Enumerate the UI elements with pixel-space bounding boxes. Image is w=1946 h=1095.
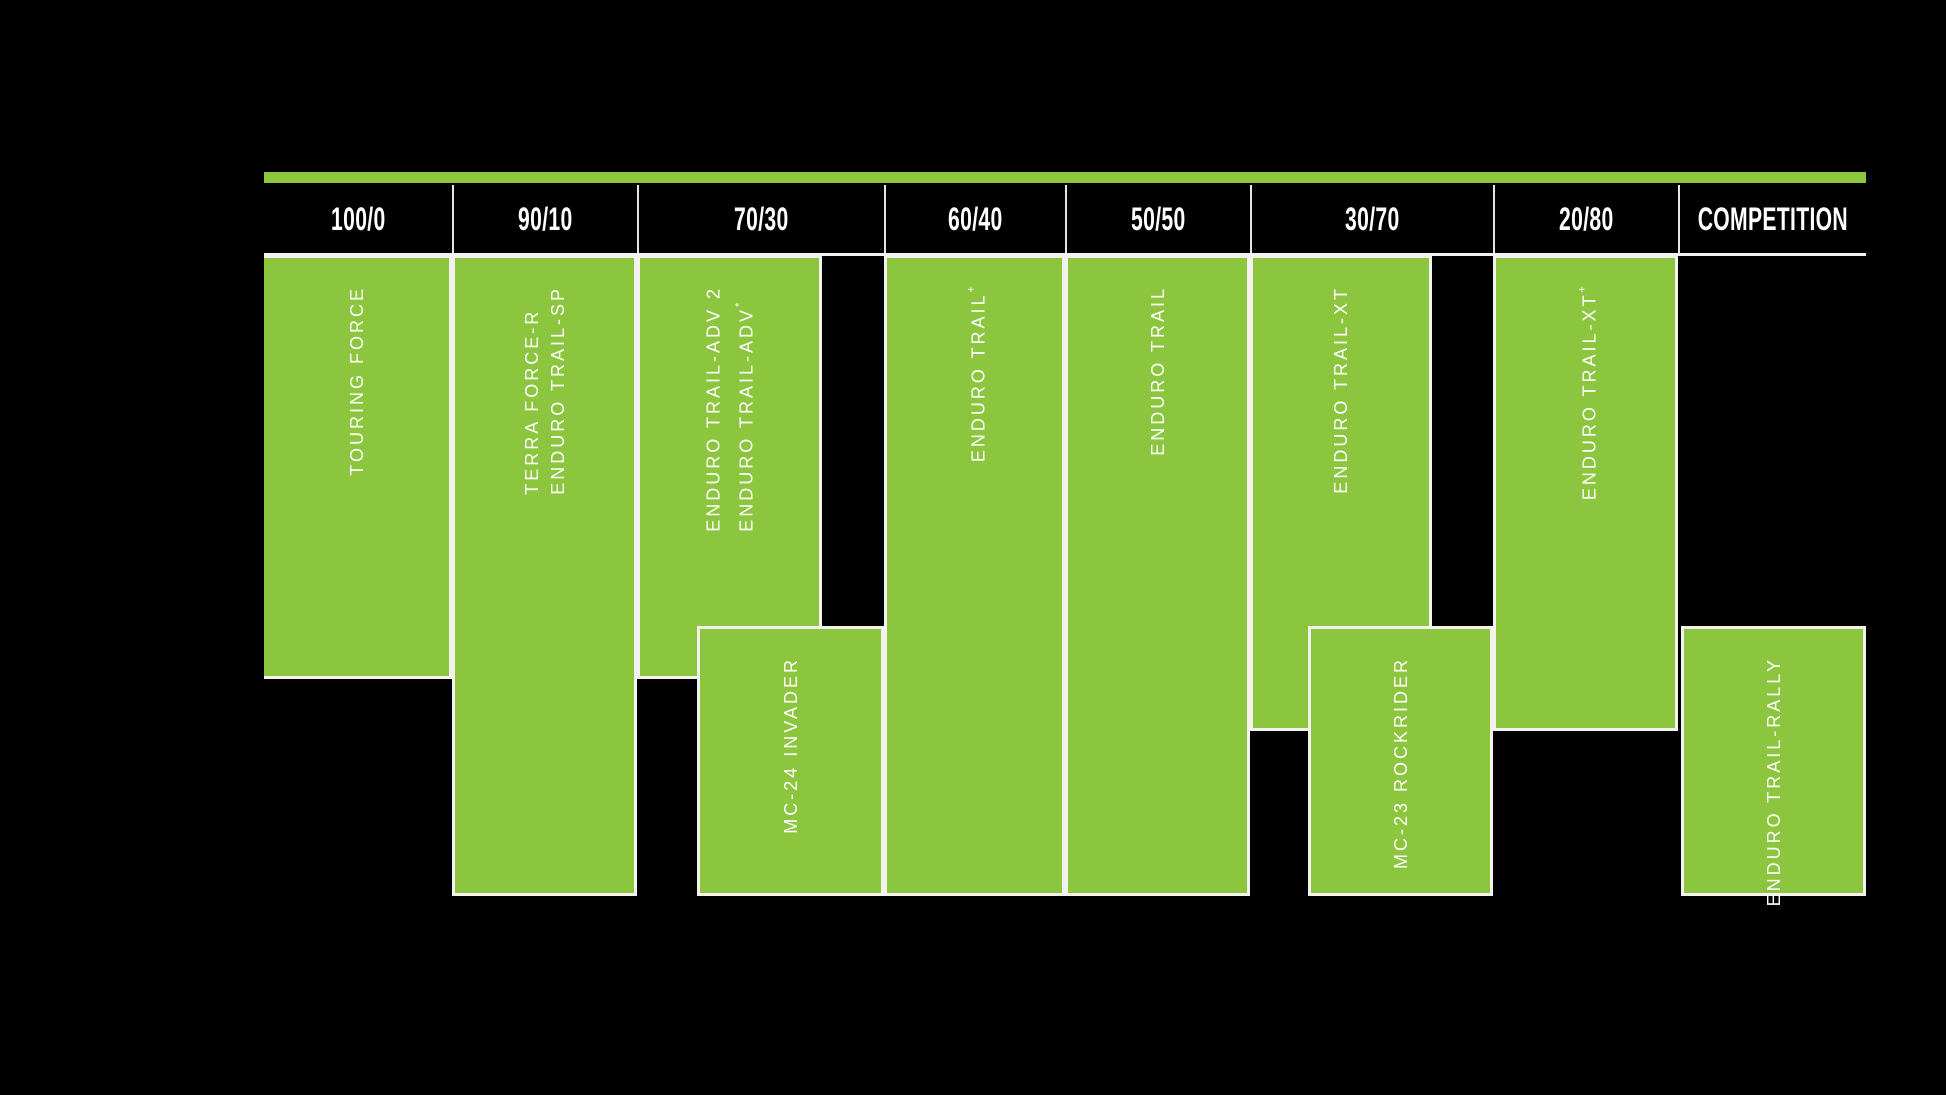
bar-label-mc-24-invader: MC-24 INVADER [780,657,801,834]
bar-label-enduro-trail-rally: ENDURO TRAIL-RALLY [1763,657,1784,907]
category-header-row: 100/0 90/10 70/30 60/40 50/50 30/70 20/80 COMPE… [264,185,1866,256]
bar-label-touring-force: TOURING FORCE [346,286,367,476]
bar-enduro-trail-rally: ENDURO TRAIL-RALLY [1681,626,1866,906]
bar-label-mc-23-rockrider: MC-23 ROCKRIDER [1390,657,1411,870]
bar-mc-24-invader: MC-24 INVADER [697,626,884,896]
header-cell-30-70: 30/70 [1250,185,1493,253]
bar-enduro-trail-plus: ENDURO TRAIL+ [884,255,1065,896]
category-label: 100/0 [330,200,386,237]
header-cell-60-40: 60/40 [884,185,1065,253]
bar-label-enduro-trail-xt-plus: ENDURO TRAIL-XT+ [1576,286,1599,501]
header-cell-20-80: 20/80 [1493,185,1678,253]
bar-enduro-trail: ENDURO TRAIL [1065,255,1250,896]
category-label: COMPETITION [1697,200,1849,237]
category-label: 90/10 [518,200,573,237]
green-accent-bar [264,172,1866,183]
header-cell-50-50: 50/50 [1065,185,1250,253]
bar-label-enduro-trail-xt: ENDURO TRAIL-XT [1331,286,1351,494]
category-label: 20/80 [1559,200,1614,237]
category-label: 50/50 [1131,200,1186,237]
category-label: 70/30 [734,200,789,237]
bar-label-enduro-trail-plus: ENDURO TRAIL+ [965,286,988,463]
category-label: 30/70 [1345,200,1400,237]
bar-mc-23-rockrider: MC-23 ROCKRIDER [1308,626,1493,896]
header-cell-competition: COMPETITION [1678,185,1866,253]
header-cell-70-30: 70/30 [637,185,884,253]
category-label: 60/40 [948,200,1003,237]
bar-enduro-trail-xt-plus: ENDURO TRAIL-XT+ [1493,255,1678,731]
bar-label-enduro-trail: ENDURO TRAIL [1147,286,1168,456]
bar-touring-force: TOURING FORCE [264,255,452,679]
header-cell-90-10: 90/10 [452,185,637,253]
header-cell-100-0: 100/0 [264,185,452,253]
